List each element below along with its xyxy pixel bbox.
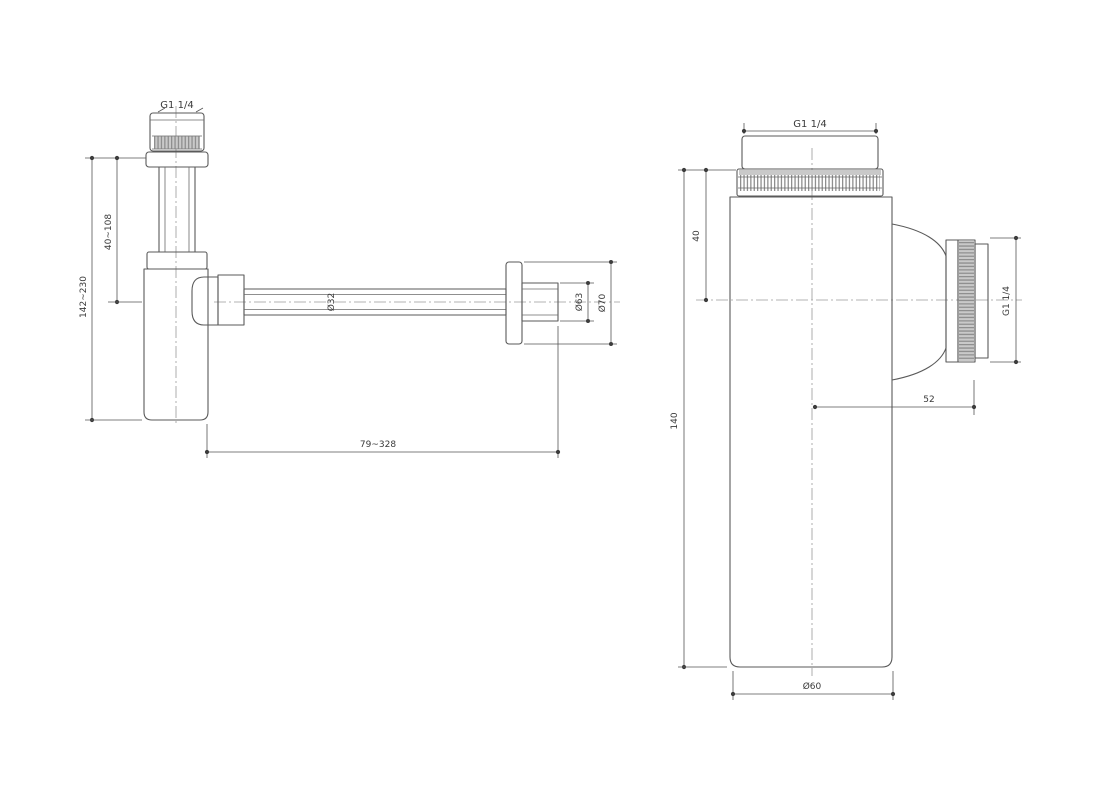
dim-label-outlet-thread: G1 1/4	[1002, 286, 1012, 316]
trap-body	[143, 268, 209, 421]
inlet-nut	[736, 135, 884, 197]
outlet-elbow	[191, 274, 245, 326]
dim-label-inlet-thread: G1 1/4	[160, 100, 193, 111]
side-outlet	[891, 223, 989, 381]
inlet-collar	[145, 151, 209, 168]
dim-label-top-offset: 40	[692, 230, 702, 242]
dim-label-flange-diameter: Ø70	[597, 293, 608, 312]
right-view-dimensions: G1 1/4 40 140 G1 1/4	[670, 119, 1021, 700]
dim-label-tube-diameter: Ø32	[326, 293, 337, 312]
inlet-nut	[145, 112, 209, 168]
body-coupling-nut	[146, 251, 208, 270]
dim-label-pipe-end-diameter: Ø63	[574, 293, 585, 312]
wall-flange	[505, 261, 559, 345]
right-view: G1 1/4 40 140 G1 1/4	[670, 119, 1022, 700]
dim-label-wall-distance: 79~328	[360, 440, 396, 450]
left-view-dimensions: G1 1/4 40~108 142~230 Ø32	[79, 100, 617, 458]
left-view: G1 1/4 40~108 142~230 Ø32	[79, 100, 620, 458]
trap-body	[729, 196, 893, 668]
dim-label-height-adjust: 40~108	[104, 214, 114, 250]
dim-label-inlet-thread: G1 1/4	[793, 119, 826, 130]
dim-label-body-height: 140	[670, 412, 680, 429]
dim-label-outlet-length: 52	[923, 395, 934, 405]
inlet-tube	[158, 166, 196, 253]
dim-label-body-diameter: Ø60	[803, 681, 822, 692]
dim-label-height-total: 142~230	[79, 276, 89, 318]
